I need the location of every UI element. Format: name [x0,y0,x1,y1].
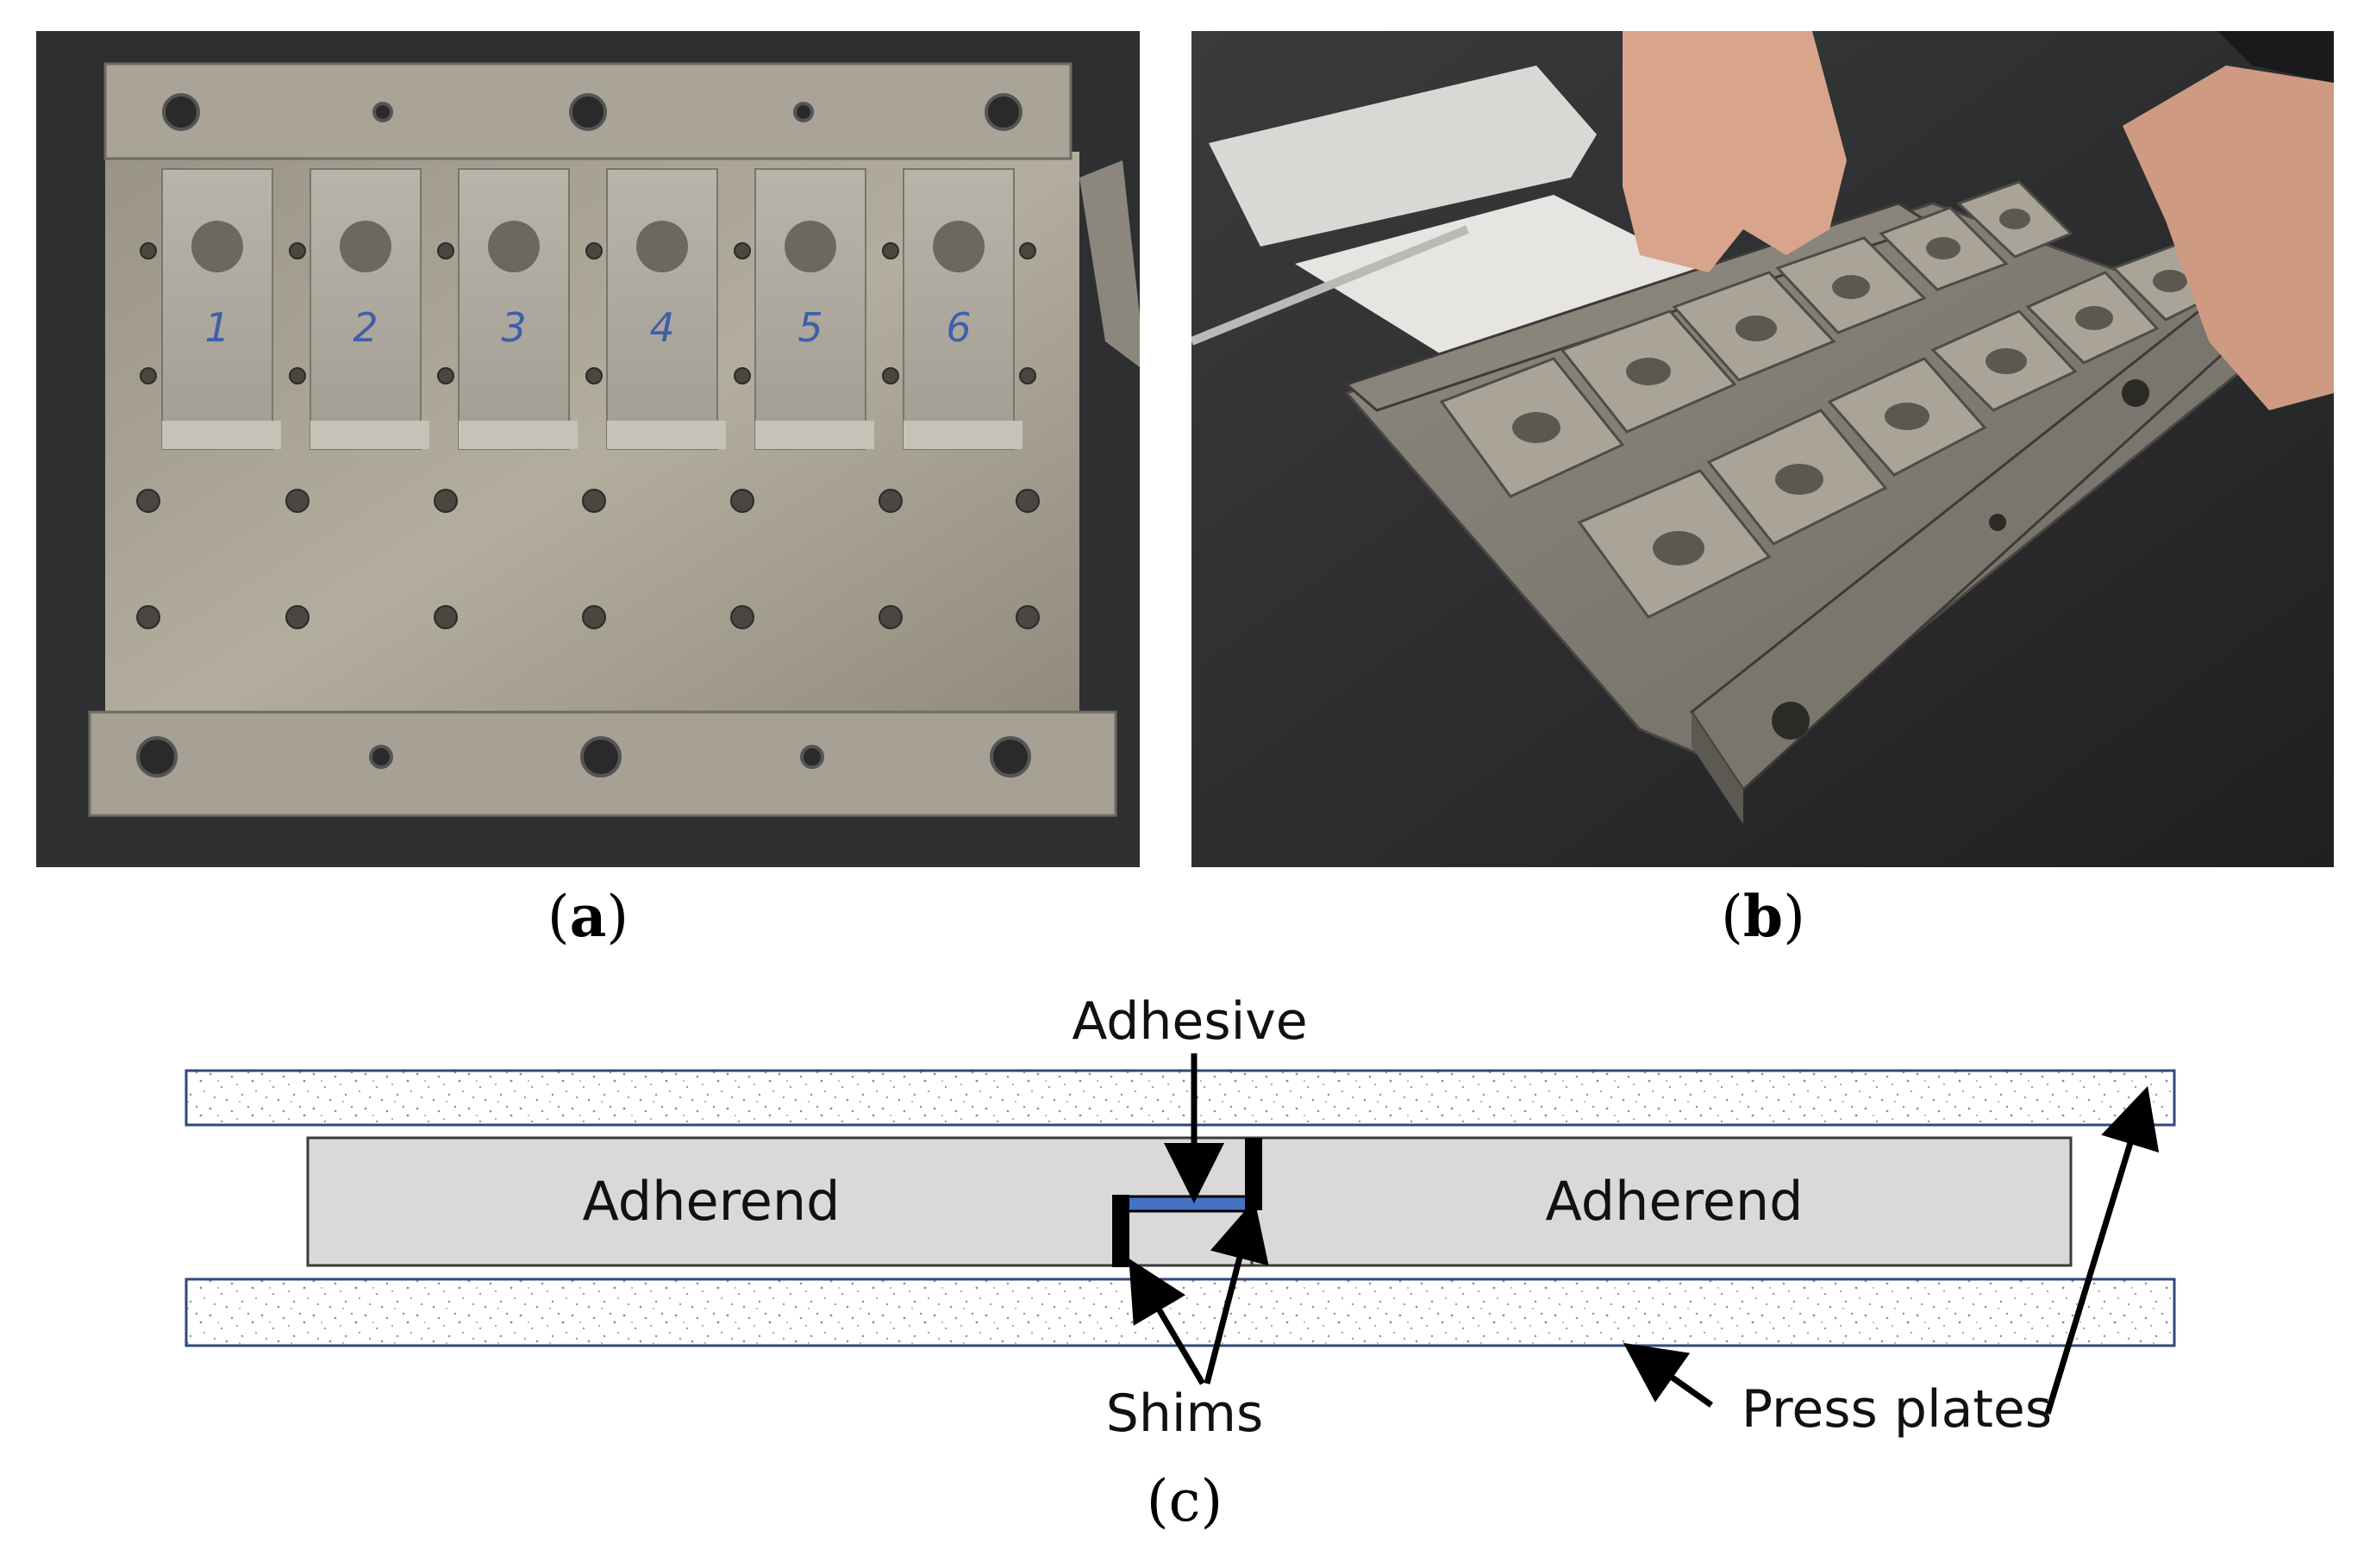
press-plates-label: Press plates [1742,1379,2052,1440]
shims-label: Shims [1106,1384,1264,1444]
press-plates-arrow-bottom [1623,1342,1714,1408]
adherend-right-label: Adherend [1545,1170,1803,1233]
shim-right [1245,1138,1262,1210]
block-number-6: 6 [946,304,971,351]
block-number-4: 4 [649,304,674,351]
panel-label-b: (b) [1721,883,1805,950]
block-number-5: 5 [797,304,822,351]
shims-arrow-left [1129,1258,1206,1385]
adhesive-label: Adhesive [1072,991,1307,1052]
shims-arrow-right [1204,1199,1269,1384]
adhesive-layer [1119,1195,1254,1213]
photo-a-fixture-top-view: 1 2 3 4 5 6 [36,31,1140,867]
adherend-left-label: Adherend [582,1170,840,1233]
press-plates-arrow-top [2044,1085,2160,1415]
shim-left [1112,1195,1129,1267]
block-number-1: 1 [204,304,229,351]
bottom-press-plate [184,1278,2176,1347]
diagram-c-bonding-schematic: Adhesive Adherend Adherend Shims Press p… [184,991,2176,1444]
adherend-left [306,1136,1254,1267]
block-number-2: 2 [353,304,378,351]
top-press-plate [184,1069,2176,1127]
panel-label-c: (c) [1146,1468,1223,1534]
block-number-3: 3 [501,304,526,351]
photo-b-fixture-assembly [1191,31,2334,867]
panel-label-a: (a) [547,883,629,950]
